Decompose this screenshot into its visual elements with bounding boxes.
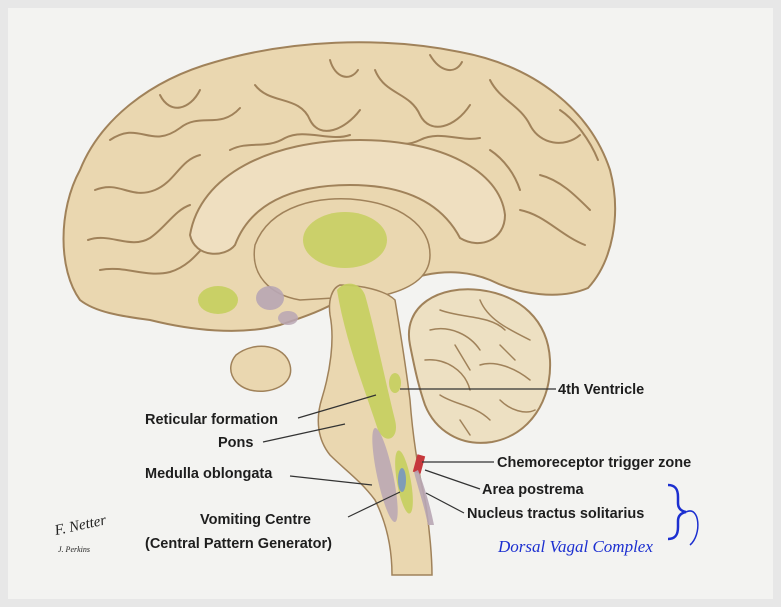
leader-vomiting-centre [347, 491, 401, 518]
leader-reticular-formation [297, 394, 377, 419]
label-medulla-oblongata: Medulla oblongata [145, 466, 273, 482]
medulla-purple-column [372, 428, 398, 522]
leader-area-postrema [424, 469, 481, 490]
highlight-hypothalamus [303, 212, 387, 268]
leader-lines [262, 388, 556, 518]
leader-medulla [289, 475, 373, 486]
label-pons: Pons [218, 435, 253, 451]
nucleus-tractus-solitarius-region [414, 470, 434, 525]
label-vomiting-centre: Vomiting Centre [200, 512, 311, 528]
dorsal-vagal-complex-pointer [685, 510, 699, 546]
label-dorsal-vagal-complex: Dorsal Vagal Complex [497, 537, 653, 556]
corpus-callosum [188, 138, 507, 255]
artist-signature: F. Netter J. Perkins [52, 512, 108, 554]
cerebellum [407, 288, 552, 444]
leader-nucleus-tractus [425, 492, 465, 514]
reticular-formation-spot [389, 373, 401, 393]
chemoreceptor-trigger-zone-red [412, 454, 426, 474]
vomiting-centre-blue [398, 468, 406, 492]
label-nucleus-tractus-solitarius: Nucleus tractus solitarius [467, 506, 644, 522]
signature-line2: J. Perkins [58, 545, 90, 554]
leader-pons [262, 423, 346, 443]
label-central-pattern-generator: (Central Pattern Generator) [145, 536, 332, 552]
reticular-formation-region [337, 283, 397, 439]
label-area-postrema: Area postrema [482, 482, 584, 498]
highlight-temporal [198, 286, 238, 314]
signature-name: F. Netter [52, 512, 108, 539]
purple-region-b [278, 311, 298, 325]
label-4th-ventricle: 4th Ventricle [558, 382, 644, 398]
label-reticular-formation: Reticular formation [145, 412, 278, 428]
purple-region-a [256, 286, 284, 310]
label-chemoreceptor-trigger-zone: Chemoreceptor trigger zone [497, 455, 691, 471]
cerebrum [62, 41, 616, 332]
pituitary [230, 345, 292, 392]
dorsal-vagal-complex-brace [667, 483, 687, 541]
